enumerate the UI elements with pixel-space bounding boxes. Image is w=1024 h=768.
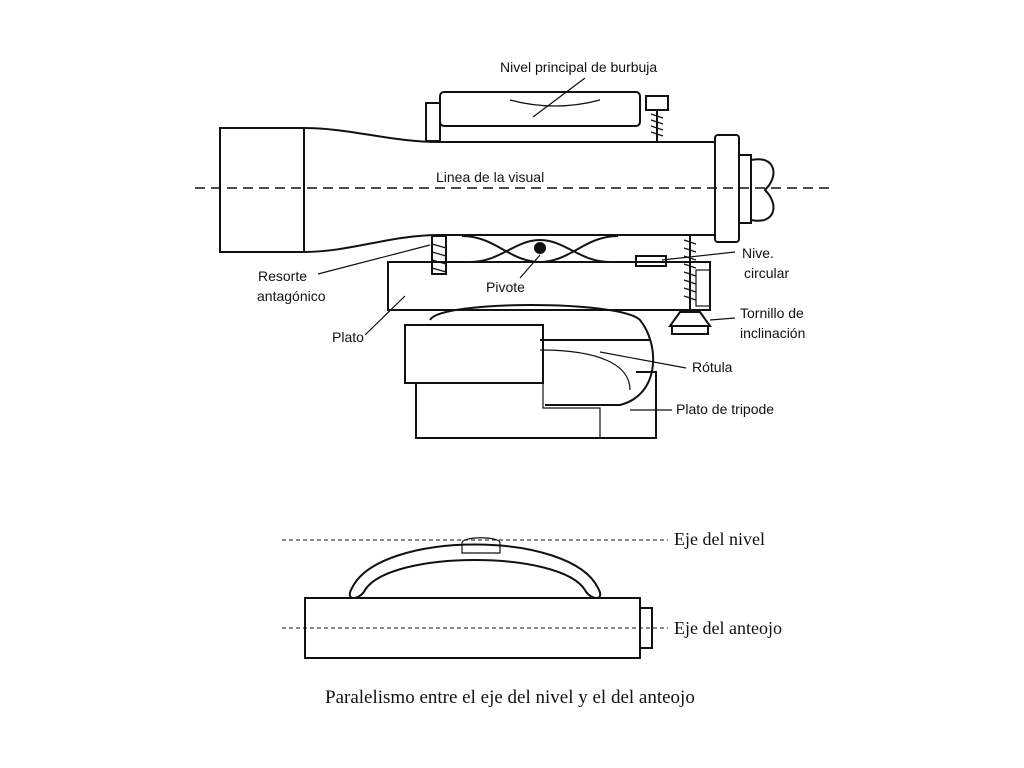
label-circular-level-2: circular [744,265,789,281]
ball-joint [429,304,655,406]
circular-level [635,255,667,267]
main-bubble-level [425,91,669,142]
label-main-bubble-level: Nivel principal de burbuja [500,59,657,75]
telescope [219,127,775,253]
label-tripod-plate: Plato de tripode [676,401,774,417]
curved-level-vial [348,537,602,599]
label-tilting-screw-1: Tornillo de [740,305,804,321]
tripod-plate [415,371,657,439]
label-circular-level-1: Nive. [742,245,774,261]
label-spring-1: Resorte [258,268,307,284]
label-tilting-screw-2: inclinación [740,325,805,341]
hatched-block [404,324,544,384]
tilting-screw [668,234,712,335]
pivot [461,235,619,264]
antagonistic-spring [431,235,447,275]
label-telescope-axis: Eje del anteojo [674,618,782,638]
label-spring-2: antagónico [257,288,326,304]
label-level-axis: Eje del nivel [674,529,765,549]
label-ball-joint: Rótula [692,359,733,375]
label-line-of-sight: Linea de la visual [436,169,544,185]
leader-lines [317,77,736,411]
label-pivot: Pivote [486,279,525,295]
caption: Paralelismo entre el eje del nivel y el … [325,687,695,708]
label-plate: Plato [332,329,364,345]
